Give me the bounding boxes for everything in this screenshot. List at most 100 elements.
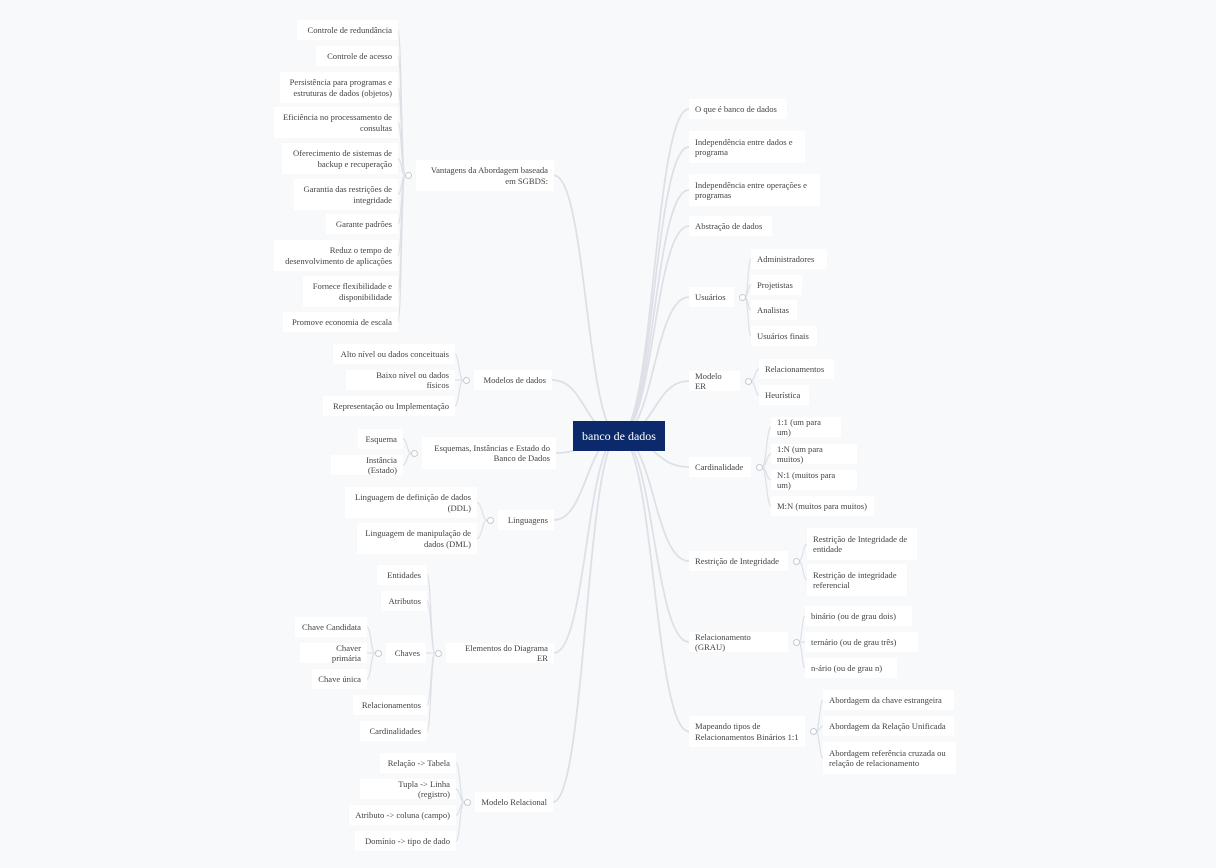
collapse-toggle-icon[interactable]: [809, 728, 817, 735]
node-abordagem-referencia-cruzada-ou-relacao-[interactable]: Abordagem referência cruzada ou relação …: [823, 742, 956, 774]
collapse-toggle-icon[interactable]: [744, 377, 752, 385]
collapse-toggle-icon[interactable]: [374, 649, 382, 657]
node-chaves[interactable]: Chaves: [386, 643, 426, 663]
node-atributos[interactable]: Atributos: [381, 591, 427, 611]
connector-line: [815, 725, 824, 733]
node-oferecimento-de-sistemas-de-backup-e-rec[interactable]: Oferecimento de sistemas de backup e rec…: [282, 143, 398, 174]
collapse-toggle-icon[interactable]: [486, 516, 494, 524]
node-cardinalidades[interactable]: Cardinalidades: [360, 721, 427, 741]
connector-line: [455, 762, 465, 803]
node-controle-de-redundancia[interactable]: Controle de redundância: [297, 20, 398, 40]
collapse-toggle-icon[interactable]: [462, 376, 470, 384]
node-controle-de-acesso[interactable]: Controle de acesso: [316, 46, 398, 66]
connector-line: [426, 652, 436, 706]
node-n-ario-ou-de-grau-n[interactable]: n-ário (ou de grau n): [805, 658, 897, 678]
node-garantia-das-restricoes-de-integridade[interactable]: Garantia das restrições de integridade: [294, 179, 398, 210]
root-node[interactable]: banco de dados: [573, 421, 665, 451]
node-relacionamento-grau[interactable]: Relacionamento (GRAU): [689, 632, 788, 652]
collapse-toggle-icon[interactable]: [792, 557, 800, 565]
connector-line: [761, 426, 772, 468]
connector-line: [366, 626, 376, 654]
connector-line: [455, 788, 465, 803]
node-chaver-primaria[interactable]: Chaver primária: [300, 643, 367, 663]
connector-line: [397, 174, 406, 257]
node-ternario-ou-de-grau-tres[interactable]: ternário (ou de grau três): [805, 632, 918, 652]
node-usuarios-finais[interactable]: Usuários finais: [751, 326, 817, 346]
connector-line: [761, 453, 772, 468]
node-independencia-entre-dados-e-programa[interactable]: Independência entre dados e programa: [689, 131, 805, 163]
connector-line: [455, 801, 465, 842]
node-abordagem-da-relacao-unificada[interactable]: Abordagem da Relação Unificada: [823, 716, 954, 736]
node-abstracao-de-dados[interactable]: Abstração de dados: [689, 216, 772, 236]
node-tupla-linha-registro[interactable]: Tupla -> Linha (registro): [360, 779, 456, 799]
connector-line: [397, 174, 406, 293]
connector-line: [618, 189, 690, 437]
collapse-toggle-icon[interactable]: [434, 649, 442, 657]
connector-line: [553, 435, 620, 654]
node-instancia-estado[interactable]: Instância (Estado): [331, 455, 403, 475]
node-o-que-e-banco-de-dados[interactable]: O que é banco de dados: [689, 99, 787, 119]
node-esquema[interactable]: Esquema: [358, 429, 403, 449]
node-modelos-de-dados[interactable]: Modelos de dados: [474, 370, 552, 390]
node-restricao-de-integridade-de-entidade[interactable]: Restrição de Integridade de entidade: [807, 528, 917, 560]
collapse-toggle-icon[interactable]: [755, 463, 763, 471]
connector-line: [618, 435, 690, 562]
node-promove-economia-de-escala[interactable]: Promove economia de escala: [283, 312, 398, 332]
node-m-n-muitos-para-muitos[interactable]: M:N (muitos para muitos): [771, 496, 874, 516]
node-modelo-relacional[interactable]: Modelo Relacional: [475, 792, 553, 812]
connector-line: [618, 435, 690, 643]
node-linguagens[interactable]: Linguagens: [498, 510, 554, 530]
node-projetistas[interactable]: Projetistas: [751, 275, 802, 295]
node-relacionamentos[interactable]: Relacionamentos: [353, 695, 427, 715]
collapse-toggle-icon[interactable]: [404, 172, 412, 179]
node-1-1-um-para-um[interactable]: 1:1 (um para um): [771, 417, 841, 437]
node-abordagem-da-chave-estrangeira[interactable]: Abordagem da chave estrangeira: [823, 690, 954, 710]
node-modelo-er[interactable]: Modelo ER: [689, 371, 740, 391]
collapse-toggle-icon[interactable]: [463, 798, 471, 806]
node-fornece-flexibilidade-e-disponibilidade[interactable]: Fornece flexibilidade e disponibilidade: [303, 276, 398, 307]
node-relacionamentos[interactable]: Relacionamentos: [759, 359, 834, 379]
node-dominio-tipo-de-dado[interactable]: Domínio -> tipo de dado: [355, 831, 456, 851]
node-chave-candidata[interactable]: Chave Candidata: [295, 617, 367, 637]
node-baixo-nivel-ou-dados-fisicos[interactable]: Baixo nível ou dados físicos: [346, 370, 455, 390]
connector-line: [750, 368, 760, 382]
connector-line: [397, 29, 406, 177]
node-elementos-do-diagrama-er[interactable]: Elementos do Diagrama ER: [446, 643, 554, 663]
collapse-toggle-icon[interactable]: [410, 449, 418, 457]
collapse-toggle-icon[interactable]: [792, 638, 800, 646]
collapse-toggle-icon[interactable]: [738, 293, 746, 301]
node-cardinalidade[interactable]: Cardinalidade: [689, 457, 751, 477]
node-chave-unica[interactable]: Chave única: [312, 669, 367, 689]
node-representacao-ou-implementacao[interactable]: Representação ou Implementação: [323, 396, 455, 416]
node-reduz-o-tempo-de-desenvolvimento-de-apli[interactable]: Reduz o tempo de desenvolvimento de apli…: [274, 240, 398, 271]
connector-line: [454, 379, 464, 407]
node-atributo-coluna-campo[interactable]: Atributo -> coluna (campo): [349, 805, 456, 825]
connector-line: [618, 108, 690, 437]
node-vantagens-da-abordagem-baseada-em-sgbds[interactable]: Vantagens da Abordagem baseada em SGBDS:: [416, 160, 554, 191]
node-mapeando-tipos-de-relacionamentos-binari[interactable]: Mapeando tipos de Relacionamentos Binári…: [689, 716, 805, 747]
node-alto-nivel-ou-dados-conceituais[interactable]: Alto nível ou dados conceituais: [333, 344, 455, 364]
node-restricao-de-integridade-referencial[interactable]: Restrição de integridade referencial: [807, 564, 907, 596]
connector-line: [397, 174, 406, 225]
node-1-n-um-para-muitos[interactable]: 1:N (um para muitos): [771, 444, 857, 464]
node-n-1-muitos-para-um[interactable]: N:1 (muitos para um): [771, 470, 857, 490]
connector-line: [618, 146, 690, 437]
node-esquemas-instancias-e-estado-do-banco-de[interactable]: Esquemas, Instâncias e Estado do Banco d…: [422, 437, 556, 469]
node-restricao-de-integridade[interactable]: Restrição de Integridade: [689, 551, 788, 571]
node-linguagem-de-manipulacao-de-dados-dml[interactable]: Linguagem de manipulação de dados (DML): [357, 523, 477, 554]
node-relacao-tabela[interactable]: Relação -> Tabela: [380, 753, 456, 773]
node-persistencia-para-programas-e-estruturas[interactable]: Persistência para programas e estruturas…: [280, 72, 398, 103]
node-linguagem-de-definicao-de-dados-ddl[interactable]: Linguagem de definição de dados (DDL): [345, 487, 477, 518]
node-independencia-entre-operacoes-e-programa[interactable]: Independência entre operações e programa…: [689, 174, 820, 206]
node-usuarios[interactable]: Usuários: [689, 287, 734, 307]
connector-line: [750, 380, 760, 396]
connector-line: [397, 174, 406, 196]
node-heuristica[interactable]: Heurística: [759, 385, 809, 405]
node-administradores[interactable]: Administradores: [751, 249, 827, 269]
node-analistas[interactable]: Analistas: [751, 300, 797, 320]
node-garante-padroes[interactable]: Garante padrões: [326, 214, 398, 234]
node-eficiencia-no-processamento-de-consultas[interactable]: Eficiência no processamento de consultas: [274, 107, 398, 138]
node-binario-ou-de-grau-dois[interactable]: binário (ou de grau dois): [805, 606, 912, 626]
node-entidades[interactable]: Entidades: [377, 565, 427, 585]
